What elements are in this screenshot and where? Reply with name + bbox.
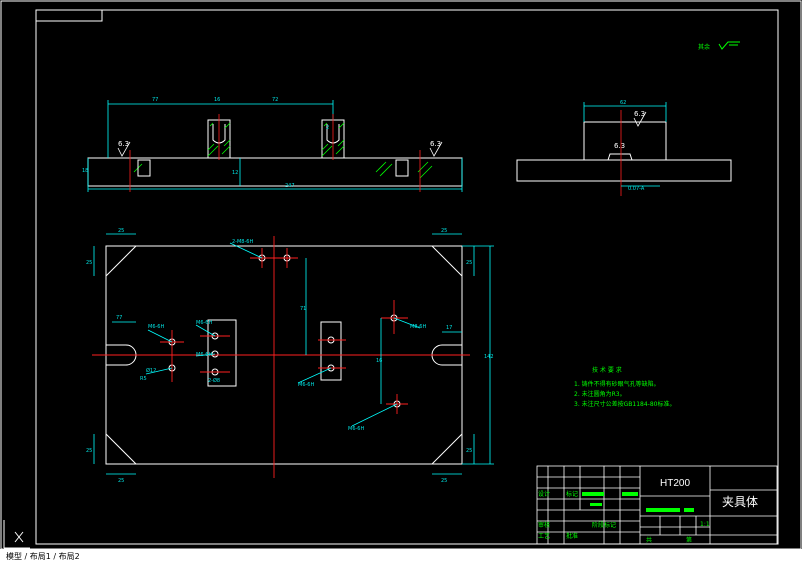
tech-req-item-1: 1. 铸件不得有砂眼气孔等缺陷。 — [574, 380, 660, 388]
title-block-label-6: 阶段标记 — [592, 521, 616, 529]
plan-hole-2-d8: 2-Ø8 — [208, 377, 220, 384]
title-block — [536, 465, 778, 545]
tech-req-item-2: 2. 未注圆角为R3。 — [574, 390, 626, 398]
plan-dim-77: 77 — [116, 315, 122, 321]
side-note-bottom: 0.07-A — [628, 186, 645, 192]
plan-hole-m6-c: M6-6H — [196, 352, 212, 358]
plan-dim-top-right: 25 — [441, 228, 447, 234]
side-roughness-mid: 6.3 — [614, 142, 625, 150]
layout-tab-strip[interactable] — [0, 549, 802, 561]
sheet-corner-box — [35, 9, 103, 22]
plan-dim-right-bottom: 25 — [466, 448, 472, 454]
front-roughness-right: 6.3 — [430, 140, 441, 148]
plan-hole-m6-a: M6-6H — [148, 324, 164, 330]
plan-hole-m6-b: M6-6H — [196, 320, 212, 326]
front-dim-77: 77 — [152, 97, 158, 103]
tech-requirements: 技 术 要 求 1. 铸件不得有砂眼气孔等缺陷。 2. 未注圆角为R3。 3. … — [574, 366, 675, 408]
front-center-lines — [129, 114, 421, 192]
roughness-symbol-icon — [718, 41, 740, 50]
plan-dim-left-top: 25 — [86, 260, 92, 266]
front-dim-12: 12 — [232, 170, 238, 176]
plan-dim-16: 16 — [376, 358, 382, 364]
front-dim-247: 247 — [285, 183, 295, 189]
plan-radius: R5 — [140, 376, 147, 382]
plan-hole-d12: Ø12 — [146, 367, 156, 374]
side-view-dimensions — [583, 102, 667, 122]
plan-dimension-lines — [93, 233, 494, 475]
plan-dim-bottom-right: 25 — [441, 478, 447, 484]
title-block-label-5: 批准 — [566, 532, 578, 540]
plan-center-lines — [92, 236, 470, 478]
plan-view-holes — [168, 254, 401, 408]
front-view-hatching — [133, 122, 433, 179]
title-block-material: HT200 — [660, 478, 690, 489]
front-roughness-left: 6.3 — [118, 140, 129, 148]
title-block-label-7: 共 — [646, 536, 652, 544]
tech-req-item-3: 3. 未注尺寸公差按GB1184-80标准。 — [574, 400, 675, 408]
side-dim-62: 62 — [620, 100, 626, 106]
plan-hole-m6-d: M6-6H — [298, 382, 314, 388]
title-block-label-3: 审核 — [538, 521, 550, 529]
front-dim-2: 2 — [326, 125, 329, 131]
plan-dim-right-top: 25 — [466, 260, 472, 266]
title-block-label-8: 第 — [686, 536, 692, 544]
tech-req-title: 技 术 要 求 — [592, 366, 622, 374]
plan-hole-m6-e: M6-6H — [348, 426, 364, 432]
title-block-label-2: 设计 — [538, 490, 550, 498]
title-block-label-1: 标记 — [566, 490, 578, 498]
title-block-label-4: 工艺 — [538, 532, 550, 540]
front-dim-16: 16 — [214, 97, 220, 103]
sheet-inner-border — [35, 9, 779, 545]
front-dim-72: 72 — [272, 97, 278, 103]
ucs-axis-icon — [3, 520, 30, 549]
side-roughness-mark-icon — [633, 111, 647, 127]
title-block-fills — [582, 492, 694, 512]
side-view — [516, 121, 732, 182]
title-block-part-name: 夹具体 — [722, 495, 758, 509]
front-view-pins — [137, 159, 409, 177]
plan-dim-142: 142 — [484, 354, 494, 360]
roughness-mark-icon — [117, 141, 443, 157]
plan-dim-bottom-left: 25 — [118, 478, 124, 484]
plan-dim-left-bottom: 25 — [86, 448, 92, 454]
front-view-dimensions — [87, 100, 463, 192]
side-roughness-top: 6.3 — [634, 110, 645, 118]
front-dim-18: 18 — [82, 168, 88, 174]
roughness-note: 其余 — [698, 43, 710, 51]
plan-dim-17: 17 — [446, 325, 452, 331]
plan-hole-2m8: 2-M8-6H — [232, 239, 253, 245]
title-block-scale: 1:1 — [700, 521, 710, 528]
plan-dim-71: 71 — [300, 306, 306, 312]
plan-hole-m8: M8-6H — [410, 324, 426, 330]
layout-tabs-label[interactable]: 模型 / 布局1 / 布局2 — [6, 551, 80, 561]
plan-dim-top-left: 25 — [118, 228, 124, 234]
